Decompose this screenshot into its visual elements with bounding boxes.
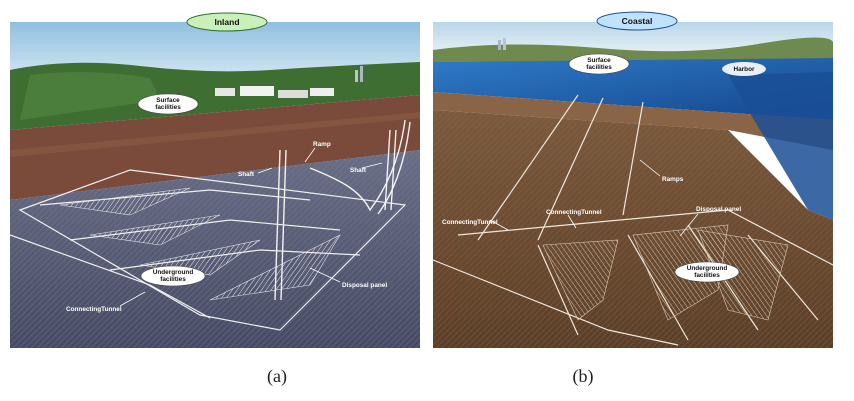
svg-text:Surface: Surface xyxy=(587,57,611,64)
inland-title-badge: Inland xyxy=(186,12,268,32)
ramps-label: Ramps xyxy=(662,176,684,183)
ramp-label: Ramp xyxy=(313,141,331,148)
caption-b: (b) xyxy=(572,366,594,386)
inland-figure-panel: Inland Surface facilities Ramp Shaft Sha… xyxy=(10,0,420,360)
surface-facilities-label: Surface facilities xyxy=(568,53,630,75)
disposal-panel-label: Disposal panel xyxy=(696,206,741,213)
disposal-panel-label: Disposal panel xyxy=(342,282,387,289)
connecting-tunnel-label: ConnectingTunnel xyxy=(66,306,122,313)
coastal-figure-panel: Coastal Surface facilities Harbor Ramps … xyxy=(428,0,838,360)
surface-buildings xyxy=(215,66,363,98)
surface-facilities-label: Surface facilities xyxy=(137,93,199,115)
svg-text:facilities: facilities xyxy=(586,64,612,71)
disposal-panels xyxy=(59,187,341,301)
soil-layer xyxy=(10,95,420,200)
svg-text:facilities: facilities xyxy=(155,104,181,111)
underground-facilities-label: Underground facilities xyxy=(140,265,206,287)
inland-illustration: Inland Surface facilities Ramp Shaft Sha… xyxy=(10,12,420,348)
shaft-right-label: Shaft xyxy=(350,167,367,174)
coastal-title: Coastal xyxy=(622,16,653,26)
svg-text:Underground: Underground xyxy=(687,265,728,272)
caption-a: (a) xyxy=(267,366,287,386)
disposal-panels xyxy=(542,224,789,321)
svg-text:facilities: facilities xyxy=(694,272,720,279)
svg-text:Surface: Surface xyxy=(156,97,180,104)
ramps xyxy=(477,94,644,241)
coastal-illustration: Coastal Surface facilities Harbor Ramps … xyxy=(432,11,834,348)
coastal-title-badge: Coastal xyxy=(596,11,678,31)
svg-text:Underground: Underground xyxy=(153,269,194,276)
harbor-label: Harbor xyxy=(734,66,755,73)
underground-facilities-label: Underground facilities xyxy=(674,261,740,283)
far-coast xyxy=(433,37,833,62)
connecting-tunnel-left-label: ConnectingTunnel xyxy=(442,219,498,226)
inland-title: Inland xyxy=(214,17,239,27)
connecting-tunnel-mid-label: ConnectingTunnel xyxy=(546,209,602,216)
svg-text:facilities: facilities xyxy=(160,276,186,283)
sediment-layer xyxy=(433,92,833,150)
shaft-left-label: Shaft xyxy=(238,171,255,178)
